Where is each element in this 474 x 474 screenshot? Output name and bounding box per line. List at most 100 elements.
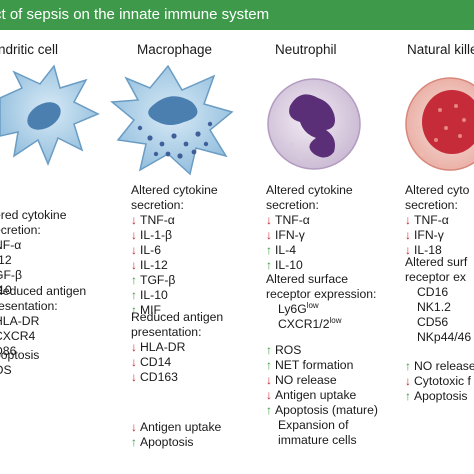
list-item: OS — [0, 363, 39, 378]
group-heading: Reduced antigen — [131, 310, 224, 324]
list-item: ↓TNF-α — [131, 213, 218, 228]
list-item: ↓Antigen uptake — [131, 420, 221, 435]
list-item: CXCR1/2low — [266, 315, 376, 332]
list-item: ↓IL-12 — [131, 258, 218, 273]
title-nk: Natural kille — [407, 42, 474, 57]
list-item: ↑IL-4 — [266, 243, 353, 258]
list-item: ↓HLA-DR — [131, 340, 223, 355]
item-text: -10 — [0, 283, 12, 297]
up-arrow-icon: ↑ — [266, 258, 272, 272]
list-item: immature cells — [266, 433, 378, 448]
item-text: immature cells — [278, 433, 357, 447]
list-item: ↑Apoptosis — [405, 389, 474, 404]
item-text: NK1.2 — [417, 300, 451, 314]
list-item: CD16 — [405, 285, 471, 300]
item-text: D86 — [0, 344, 17, 358]
item-text: NET formation — [275, 358, 354, 372]
down-arrow-icon: ↓ — [131, 370, 137, 384]
list-item: ↓IFN-γ — [266, 228, 353, 243]
list-item: GF-β — [0, 268, 67, 283]
down-arrow-icon: ↓ — [266, 388, 272, 402]
group-heading: ered cytokine — [0, 208, 67, 222]
list-item: CXCR4 — [0, 329, 86, 344]
item-text: HLA-DR — [0, 314, 40, 328]
list-item: secretion: — [405, 198, 469, 213]
list-item: ↑IL-10 — [131, 288, 218, 303]
nk-other-group: ↑NO release↓Cytotoxic f↑Apoptosis — [405, 359, 474, 404]
group-heading: Altered cytokine — [266, 183, 353, 197]
list-item: ↓Cytotoxic f — [405, 374, 474, 389]
title-neutrophil: Neutrophil — [275, 42, 337, 57]
list-item: -12 — [0, 253, 67, 268]
item-text: HLA-DR — [140, 340, 186, 354]
item-text: IL-6 — [140, 243, 162, 257]
item-text: ecretion: — [0, 223, 41, 237]
up-arrow-icon: ↑ — [266, 358, 272, 372]
neutrophil-icon — [267, 78, 361, 170]
title-dendritic: ndritic cell — [0, 42, 59, 57]
list-item: ↓TNF-α — [405, 213, 469, 228]
list-item: secretion: — [266, 198, 353, 213]
list-item: CD56 — [405, 315, 471, 330]
list-item: ↑TGF-β — [131, 273, 218, 288]
list-item: ↓CD14 — [131, 355, 223, 370]
item-text: IL-1-β — [140, 228, 173, 242]
list-item: ↓TNF-α — [266, 213, 353, 228]
item-text: CXCR4 — [0, 329, 36, 343]
item-text: ROS — [275, 343, 302, 357]
list-item: ↓CD163 — [131, 370, 223, 385]
down-arrow-icon: ↓ — [131, 213, 137, 227]
list-item: ↓Antigen uptake — [266, 388, 378, 403]
item-text: CD56 — [417, 315, 449, 329]
item-text: MIF — [140, 303, 161, 317]
item-text: GF-β — [0, 268, 22, 282]
item-text: IL-4 — [275, 243, 297, 257]
list-item: NK1.2 — [405, 300, 471, 315]
down-arrow-icon: ↓ — [131, 340, 137, 354]
list-item: poptosis — [0, 348, 39, 363]
list-item: ↓IL-6 — [131, 243, 218, 258]
up-arrow-icon: ↑ — [131, 435, 137, 449]
item-text: TNF-α — [414, 213, 449, 227]
list-item: D86 — [0, 344, 86, 359]
item-text: NO release — [414, 359, 474, 373]
item-text: secretion: — [131, 198, 184, 212]
item-text: NKp44/46 — [417, 330, 472, 344]
title-macrophage: Macrophage — [137, 42, 213, 57]
item-text: -12 — [0, 253, 12, 267]
list-item: ↓IL-18 — [405, 243, 469, 258]
item-text: secretion: — [266, 198, 319, 212]
list-item: NF-α — [0, 238, 67, 253]
item-text: receptor ex — [405, 270, 466, 284]
down-arrow-icon: ↓ — [405, 213, 411, 227]
list-item: ↑MIF — [131, 303, 218, 318]
up-arrow-icon: ↑ — [266, 403, 272, 417]
item-superscript: low — [329, 315, 342, 325]
up-arrow-icon: ↑ — [266, 343, 272, 357]
item-text: receptor expression: — [266, 287, 377, 301]
up-arrow-icon: ↑ — [131, 288, 137, 302]
nk-cell-icon — [405, 77, 474, 171]
down-arrow-icon: ↓ — [131, 420, 137, 434]
list-item: -10 — [0, 283, 67, 298]
item-text: presentation: — [131, 325, 202, 339]
list-item: receptor expression: — [266, 287, 376, 302]
list-item: ↑NET formation — [266, 358, 378, 373]
item-text: IL-10 — [275, 258, 303, 272]
list-item: HLA-DR — [0, 314, 86, 329]
item-text: CXCR1/2 — [278, 317, 330, 331]
item-text: Cytotoxic f — [414, 374, 471, 388]
item-text: NO release — [275, 373, 337, 387]
list-item: ↑IL-10 — [266, 258, 353, 273]
list-item: ↑Apoptosis — [131, 435, 221, 450]
dendritic-cytokine-group: ered cytokineecretion:NF-α-12GF-β-10 — [0, 208, 67, 298]
up-arrow-icon: ↑ — [131, 303, 137, 317]
banner-title: ct of sepsis on the innate immune system — [0, 6, 270, 23]
item-text: TGF-β — [140, 273, 176, 287]
item-text: TNF-α — [275, 213, 310, 227]
list-item: Expansion of — [266, 418, 378, 433]
item-text: IFN-γ — [275, 228, 305, 242]
list-item: resentation: — [0, 299, 86, 314]
